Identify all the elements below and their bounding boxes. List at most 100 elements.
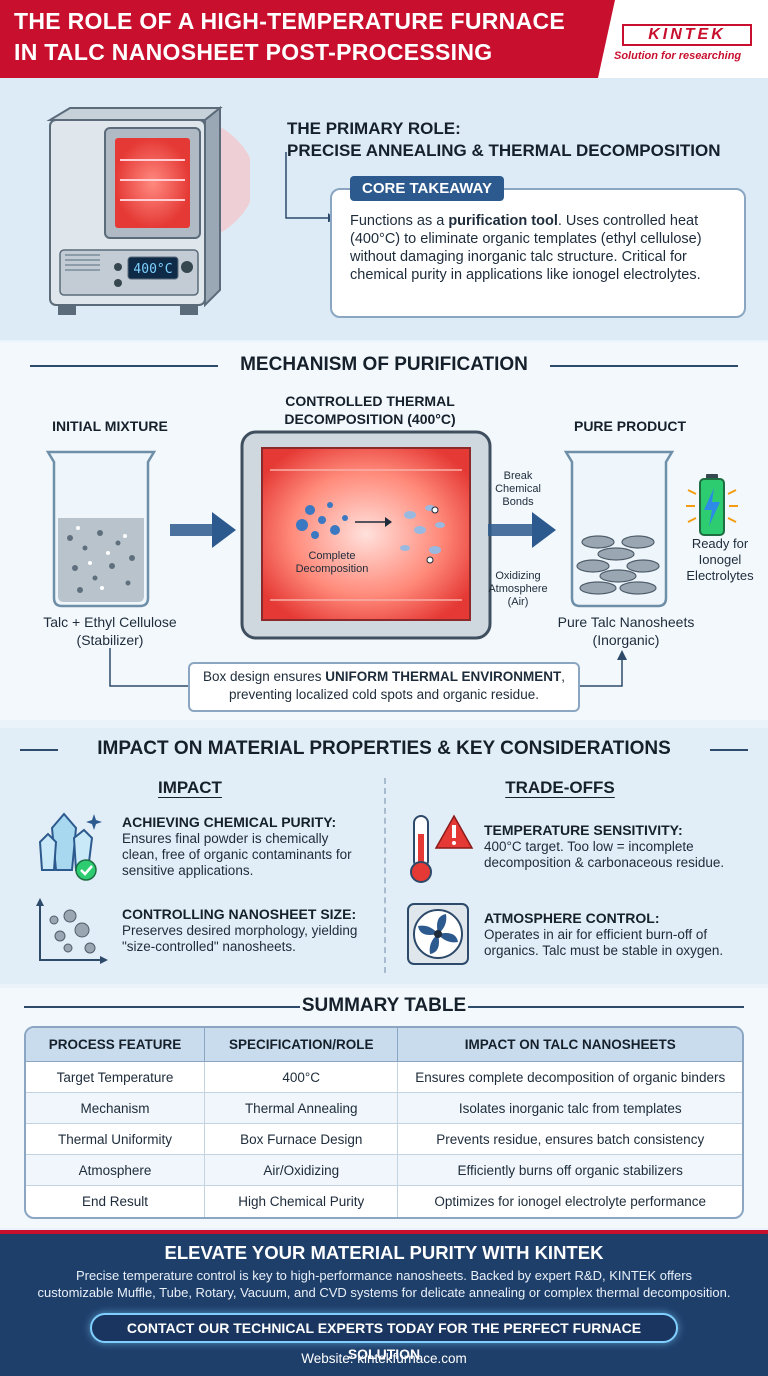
furnace-stage-label: CONTROLLED THERMAL DECOMPOSITION (400°C) — [240, 392, 500, 428]
initial-caption-line-1: Talc + Ethyl Cellulose — [43, 614, 177, 630]
decomp-line-2: Decomposition — [295, 563, 369, 575]
impact-item-body-1: Ensures final powder is chemically clean… — [122, 831, 352, 878]
rule-left — [24, 1006, 300, 1008]
tradeoff-item-head-1: TEMPERATURE SENSITIVITY: — [484, 822, 683, 838]
table-cell: Prevents residue, ensures batch consiste… — [398, 1124, 742, 1155]
table-cell: End Result — [26, 1186, 205, 1217]
logo-panel — [598, 0, 768, 78]
mechanism-title: MECHANISM OF PURIFICATION — [240, 354, 528, 375]
atmos-line-3: (Air) — [507, 596, 529, 608]
bonds-line-2: Chemical — [495, 483, 541, 495]
footer-title: ELEVATE YOUR MATERIAL PURITY WITH KINTEK — [164, 1242, 604, 1263]
uniform-environment-text: Box design ensures UNIFORM THERMAL ENVIR… — [192, 668, 576, 704]
furnace-display: 400°C — [133, 262, 172, 277]
footer-desc-line-2: customizable Muffle, Tube, Rotary, Vacuu… — [37, 1285, 731, 1300]
bonds-line-1: Break — [503, 470, 533, 482]
uniform-post: , — [561, 669, 566, 684]
ready-caption: Ready for Ionogel Electrolytes — [680, 536, 760, 584]
table-cell: High Chemical Purity — [205, 1186, 399, 1217]
rule-right — [550, 365, 738, 367]
table-row: Atmosphere Air/Oxidizing Efficiently bur… — [26, 1155, 742, 1186]
table-row: Thermal Uniformity Box Furnace Design Pr… — [26, 1124, 742, 1155]
tradeoff-item-body-2: Operates in air for efficient burn-off o… — [484, 927, 724, 958]
footer-banner — [0, 1230, 768, 1376]
core-takeaway-text: Functions as a purification tool. Uses c… — [350, 212, 730, 284]
bonds-line-3: Bonds — [502, 496, 534, 508]
rule-right — [468, 1006, 744, 1008]
ready-line-2: Ionogel — [698, 552, 742, 567]
thermometer-warning-icon — [410, 814, 474, 883]
column-header: PROCESS FEATURE — [26, 1028, 205, 1062]
logo-tagline: Solution for researching — [614, 50, 742, 62]
contact-experts-button[interactable]: CONTACT OUR TECHNICAL EXPERTS TODAY FOR … — [90, 1313, 678, 1362]
beaker-nanosheets-icon — [563, 450, 675, 608]
footer-description: Precise temperature control is key to hi… — [20, 1267, 748, 1301]
initial-caption-line-2: (Stabilizer) — [76, 632, 144, 648]
summary-table: PROCESS FEATURE SPECIFICATION/ROLE IMPAC… — [24, 1026, 744, 1219]
tradeoff-item-head-2: ATMOSPHERE CONTROL: — [484, 910, 660, 926]
tradeoffs-column-title: TRADE-OFFS — [505, 778, 615, 797]
uniform-bold: UNIFORM THERMAL ENVIRONMENT — [325, 669, 562, 684]
fan-icon — [407, 903, 469, 965]
impact-item-head-2: CONTROLLING NANOSHEET SIZE: — [122, 906, 357, 922]
atmos-line-1: Oxidizing — [495, 570, 541, 582]
rule-left — [20, 749, 58, 751]
furnace-chamber-icon — [240, 430, 492, 640]
uniform-connector — [109, 648, 627, 687]
table-row: Target Temperature 400°C Ensures complet… — [26, 1062, 742, 1093]
core-takeaway-box — [330, 188, 746, 318]
table-header-row: PROCESS FEATURE SPECIFICATION/ROLE IMPAC… — [26, 1028, 742, 1062]
break-bonds-caption: Break Chemical Bonds — [478, 470, 558, 509]
battery-icon — [686, 474, 738, 536]
kintek-logo[interactable]: KINTEK — [622, 24, 752, 46]
pure-caption-line-1: Pure Talc Nanosheets — [557, 614, 695, 630]
pure-product-caption: Pure Talc Nanosheets (Inorganic) — [526, 613, 726, 649]
primary-role-title: THE PRIMARY ROLE: PRECISE ANNEALING & TH… — [287, 118, 721, 162]
tradeoff-item-body-1: 400°C target. Too low = incomplete decom… — [484, 839, 725, 870]
table-cell: Mechanism — [26, 1093, 205, 1124]
furnace-label-line-1: CONTROLLED THERMAL — [285, 393, 455, 409]
table-cell: Box Furnace Design — [204, 1124, 399, 1155]
decomp-line-1: Complete — [308, 550, 356, 562]
primary-title-line-2: PRECISE ANNEALING & THERMAL DECOMPOSITIO… — [287, 141, 721, 160]
rule-left — [30, 365, 218, 367]
website-link[interactable]: Website: kintekfurnace.com — [301, 1351, 467, 1366]
uniform-line-2: preventing localized cold spots and orga… — [229, 687, 539, 702]
rule-right — [710, 749, 748, 751]
column-header: SPECIFICATION/ROLE — [204, 1028, 399, 1062]
arrow-right-icon — [170, 512, 236, 548]
initial-mixture-caption: Talc + Ethyl Cellulose (Stabilizer) — [10, 613, 210, 649]
page-title: THE ROLE OF A HIGH-TEMPERATURE FURNACE I… — [14, 6, 594, 68]
ready-line-1: Ready for — [691, 536, 749, 551]
impact-item-body-2: Preserves desired morphology, yielding "… — [122, 923, 358, 954]
muffle-furnace-icon: 400°C — [46, 105, 250, 315]
column-header: IMPACT ON TALC NANOSHEETS — [398, 1028, 742, 1062]
furnace-label-line-2: DECOMPOSITION (400°C) — [284, 411, 456, 427]
impact-column-title: IMPACT — [158, 778, 222, 797]
summary-table-title: SUMMARY TABLE — [301, 995, 467, 1016]
table-row: Mechanism Thermal Annealing Isolates ino… — [26, 1093, 742, 1124]
core-text-post: . Uses controlled heat (400°C) to elimin… — [350, 213, 702, 283]
oxidizing-atmosphere-caption: Oxidizing Atmosphere (Air) — [478, 570, 558, 609]
table-row: End Result High Chemical Purity Optimize… — [26, 1186, 742, 1217]
crystal-icon — [38, 812, 102, 881]
beaker-mixture-icon — [45, 450, 157, 608]
table-cell: Target Temperature — [26, 1062, 205, 1093]
impact-item-head-1: ACHIEVING CHEMICAL PURITY: — [122, 814, 337, 830]
column-divider — [384, 778, 386, 973]
title-line-1: THE ROLE OF A HIGH-TEMPERATURE FURNACE — [14, 8, 566, 34]
arrow-right-icon — [488, 512, 556, 548]
table-cell: Optimizes for ionogel electrolyte perfor… — [434, 1194, 707, 1209]
decomposition-caption: Complete Decomposition — [282, 550, 382, 576]
atmos-line-2: Atmosphere — [488, 583, 548, 595]
core-text-bold: purification tool — [448, 213, 558, 229]
particle-size-icon — [36, 898, 108, 964]
uniform-pre: Box design ensures — [202, 669, 326, 684]
footer-desc-line-1: Precise temperature control is key to hi… — [75, 1268, 693, 1283]
initial-mixture-label: INITIAL MIXTURE — [52, 418, 168, 434]
table-cell: Thermal Annealing — [204, 1093, 399, 1124]
primary-title-line-1: THE PRIMARY ROLE: — [287, 119, 461, 138]
table-cell: Ensures complete decomposition of organi… — [398, 1062, 742, 1093]
pure-caption-line-2: (Inorganic) — [592, 632, 660, 648]
table-cell: Air/Oxidizing — [204, 1155, 399, 1186]
